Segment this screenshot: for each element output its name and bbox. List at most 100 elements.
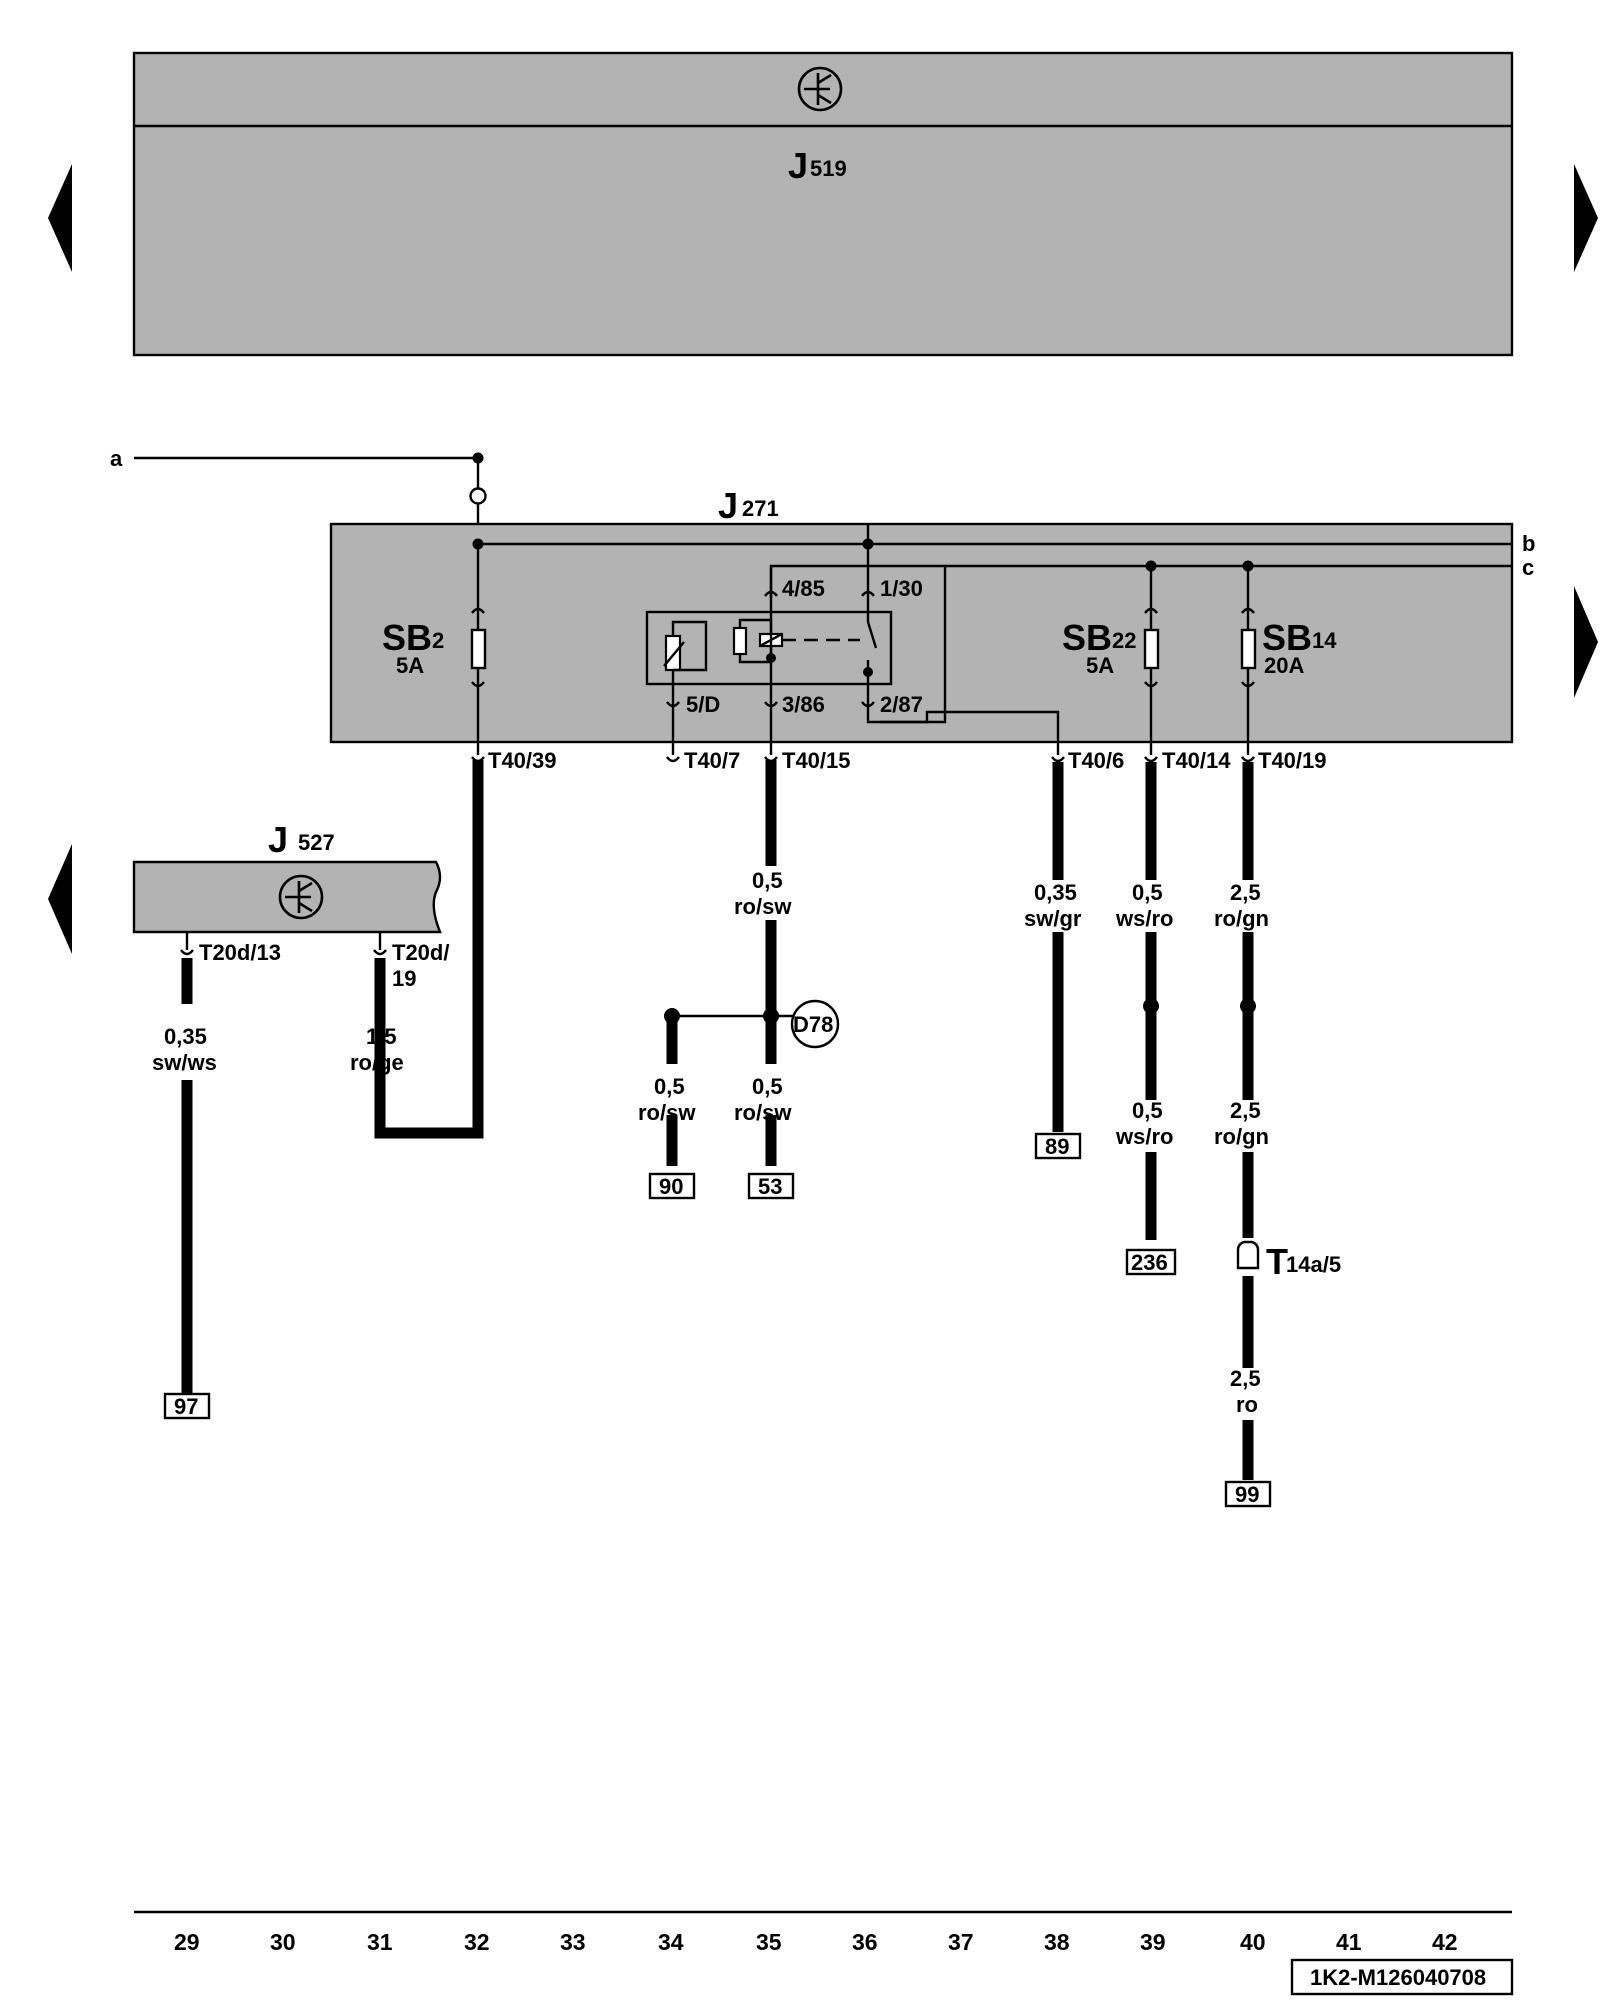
reference-99[interactable]: 99 <box>1235 1482 1259 1507</box>
relay-block: 4/85 1/30 5/D 3/86 2/87 <box>645 544 1060 755</box>
fuse-icon <box>1240 628 1257 670</box>
wire-labels: 0,5 ro/sw 0,5 ro/sw 0,5 ro/sw 0,35 sw/gr… <box>152 868 1269 1417</box>
connector-t40-7: T40/7 <box>684 748 740 773</box>
line-a-label: a <box>110 446 123 471</box>
fuse-sb14-name: SB <box>1262 617 1312 658</box>
line-b-label: b <box>1522 531 1535 556</box>
relay-pin-4-85: 4/85 <box>782 576 825 601</box>
wire-size: 0,5 <box>752 868 783 893</box>
wire-size: 0,5 <box>1132 1098 1163 1123</box>
wire-color: ro/sw <box>734 894 792 919</box>
electronic-module-icon <box>797 66 843 112</box>
fuse-sb2-num: 2 <box>432 628 444 653</box>
connector-t40-15: T40/15 <box>782 748 851 773</box>
connector-t40-14: T40/14 <box>1162 748 1231 773</box>
reference-97[interactable]: 97 <box>174 1394 198 1419</box>
splice-open-icon <box>469 487 487 505</box>
page-prev-arrow-icon[interactable] <box>48 844 72 954</box>
relay-pin-2-87: 2/87 <box>880 692 923 717</box>
column-numbers: 29 30 31 32 33 34 35 36 37 38 39 40 41 4… <box>174 1929 1458 1955</box>
thermistor-icon <box>664 634 682 672</box>
fuse-sb2-name: SB <box>382 617 432 658</box>
wire-size: 0,35 <box>164 1024 207 1049</box>
fuse-sb22: SB 22 5A <box>1062 566 1160 755</box>
relay-coil-icon <box>732 626 748 656</box>
module-j271: J 271 <box>329 485 1514 744</box>
column-number: 35 <box>756 1929 782 1955</box>
module-j527-letter: J <box>268 819 288 860</box>
wire-color: ws/ro <box>1115 906 1173 931</box>
column-number: 40 <box>1240 1929 1266 1955</box>
module-j527: J 527 <box>132 819 442 934</box>
fuse-sb22-rating: 5A <box>1086 653 1114 678</box>
fuse-sb22-name: SB <box>1062 617 1112 658</box>
column-number: 36 <box>852 1929 878 1955</box>
connector-t20d-19-cont: 19 <box>392 966 416 991</box>
column-number: 37 <box>948 1929 974 1955</box>
wire-size: 0,35 <box>1034 880 1077 905</box>
module-j519-letter: J <box>788 145 808 186</box>
wire-size: 1,5 <box>366 1024 397 1049</box>
wire-color: ro/sw <box>734 1100 792 1125</box>
connector-t14a-sub: 14a/5 <box>1286 1252 1341 1277</box>
connector-t40-6: T40/6 <box>1068 748 1124 773</box>
reference-53[interactable]: 53 <box>758 1174 782 1199</box>
column-number: 34 <box>658 1929 684 1955</box>
connector-t20d-19: T20d/ <box>392 940 449 965</box>
column-number: 31 <box>367 1929 393 1955</box>
fuse-icon <box>470 628 487 670</box>
module-j271-letter: J <box>718 485 738 526</box>
wire-size: 2,5 <box>1230 1098 1261 1123</box>
column-number: 32 <box>464 1929 490 1955</box>
reference-89[interactable]: 89 <box>1045 1134 1069 1159</box>
wire-size: 2,5 <box>1230 1366 1261 1391</box>
relay-pin-3-86: 3/86 <box>782 692 825 717</box>
reference-boxes: 97 90 53 89 236 99 <box>163 1132 1272 1508</box>
module-j519: J 519 <box>132 51 1514 357</box>
connector-t40-39: T40/39 <box>488 748 557 773</box>
fuse-icon <box>1143 628 1160 670</box>
reference-236[interactable]: 236 <box>1131 1250 1168 1275</box>
wire-size: 0,5 <box>752 1074 783 1099</box>
fuse-sb22-num: 22 <box>1112 628 1136 653</box>
column-number: 30 <box>270 1929 296 1955</box>
reference-90[interactable]: 90 <box>659 1174 683 1199</box>
wire-color: ro/gn <box>1214 906 1269 931</box>
wire-color: ro/sw <box>638 1100 696 1125</box>
module-j527-number: 527 <box>298 830 335 855</box>
page-prev-arrow-icon[interactable] <box>48 164 72 272</box>
module-j271-number: 271 <box>742 496 779 521</box>
wire-color: ro <box>1236 1392 1258 1417</box>
column-number: 42 <box>1432 1929 1458 1955</box>
drawing-id: 1K2-M126040708 <box>1310 1965 1486 1990</box>
wire-color: sw/gr <box>1024 906 1082 931</box>
connector-housing-icon <box>1236 1240 1260 1270</box>
page-next-arrow-icon[interactable] <box>1574 586 1598 698</box>
column-number: 41 <box>1336 1929 1362 1955</box>
column-number: 29 <box>174 1929 200 1955</box>
ground-point-d78: D78 <box>790 999 840 1049</box>
connector-t40-19: T40/19 <box>1258 748 1327 773</box>
fuse-sb14-rating: 20A <box>1264 653 1304 678</box>
page-next-arrow-icon[interactable] <box>1574 164 1598 272</box>
fuse-sb2: SB 2 5A <box>382 544 487 755</box>
column-number: 33 <box>560 1929 586 1955</box>
relay-pin-1-30: 1/30 <box>880 576 923 601</box>
wire-color: sw/ws <box>152 1050 217 1075</box>
electronic-module-icon <box>278 874 324 920</box>
wire-color: ws/ro <box>1115 1124 1173 1149</box>
ground-point-label: D78 <box>793 1012 833 1037</box>
fuse-sb14: SB 14 20A <box>1240 566 1337 755</box>
drawing-id-box: 1K2-M126040708 <box>1290 1958 1514 1996</box>
wire-color: ro/ge <box>350 1050 404 1075</box>
wire-color: ro/gn <box>1214 1124 1269 1149</box>
connector-t14a-letter: T <box>1266 1241 1288 1282</box>
relay-pin-5-d: 5/D <box>686 692 720 717</box>
connector-t14a-5: T 14a/5 <box>1236 1240 1341 1282</box>
wire-size: 2,5 <box>1230 880 1261 905</box>
wire-size: 0,5 <box>1132 880 1163 905</box>
connector-t20d-13: T20d/13 <box>199 940 281 965</box>
wire-size: 0,5 <box>654 1074 685 1099</box>
fuse-sb14-num: 14 <box>1312 628 1337 653</box>
